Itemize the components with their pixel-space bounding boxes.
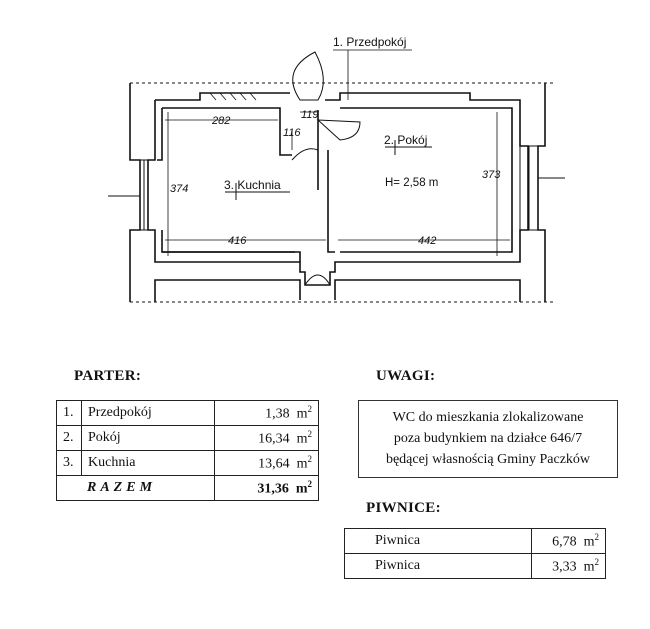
room-area: 1,38 m2 xyxy=(214,400,319,426)
dim-374: 374 xyxy=(170,183,188,195)
table-row: Piwnica 3,33 m2 xyxy=(344,553,606,579)
floor-plan: 1. Przedpokój 2. Pokój 3. Kuchnia H= 2,5… xyxy=(108,35,565,303)
room-label-przedpokoj: 1. Przedpokój xyxy=(333,35,406,49)
table-row: 2. Pokój 16,34 m2 xyxy=(56,425,319,451)
table-row: 3. Kuchnia 13,64 m2 xyxy=(56,450,319,476)
room-height: H= 2,58 m xyxy=(385,177,438,189)
room-name: Pokój xyxy=(81,425,215,451)
dimension-lines xyxy=(165,49,510,256)
room-area: 13,64 m2 xyxy=(214,450,319,476)
dim-116: 116 xyxy=(283,127,301,139)
dim-442: 442 xyxy=(418,235,436,247)
door-swings xyxy=(291,51,361,286)
parter-title: PARTER: xyxy=(74,368,142,384)
right-window xyxy=(519,145,565,231)
dim-282: 282 xyxy=(211,115,230,127)
piwnice-table: Piwnica 6,78 m2 Piwnica 3,33 m2 xyxy=(344,528,606,579)
dim-119: 119 xyxy=(301,109,319,121)
cellar-area: 3,33 m2 xyxy=(531,553,606,579)
piwnice-title: PIWNICE: xyxy=(366,500,441,516)
note-line: będącej własnością Gminy Paczków xyxy=(385,452,591,467)
uwagi-title: UWAGI: xyxy=(376,368,436,384)
room-name: Kuchnia xyxy=(81,450,215,476)
cellar-area: 6,78 m2 xyxy=(531,528,606,554)
table-row: 1. Przedpokój 1,38 m2 xyxy=(56,400,319,426)
dim-416: 416 xyxy=(228,235,247,247)
cellar-name: Piwnica xyxy=(344,553,532,579)
room-area: 16,34 m2 xyxy=(214,425,319,451)
notes-box: WC do mieszkania zlokalizowane poza budy… xyxy=(358,400,618,478)
dim-373: 373 xyxy=(482,169,501,181)
room-marks xyxy=(225,140,432,200)
total-area: 31,36 m2 xyxy=(214,475,319,501)
cellar-name: Piwnica xyxy=(344,528,532,554)
total-row: RAZEM 31,36 m2 xyxy=(56,475,319,501)
parter-table: 1. Przedpokój 1,38 m2 2. Pokój 16,34 m2 … xyxy=(56,400,319,501)
total-label: RAZEM xyxy=(56,475,215,501)
stair-hatching xyxy=(209,92,257,101)
room-label-pokoj: 2. Pokój xyxy=(384,133,427,147)
row-number: 2. xyxy=(56,425,82,451)
note-line: WC do mieszkania zlokalizowane xyxy=(392,410,584,425)
left-window xyxy=(108,159,149,231)
table-row: Piwnica 6,78 m2 xyxy=(344,528,606,554)
room-label-kuchnia: 3. Kuchnia xyxy=(224,178,281,192)
outer-walls xyxy=(129,82,555,303)
row-number: 1. xyxy=(56,400,82,426)
note-line: poza budynkiem na działce 646/7 xyxy=(393,431,583,446)
room-name: Przedpokój xyxy=(81,400,215,426)
row-number: 3. xyxy=(56,450,82,476)
